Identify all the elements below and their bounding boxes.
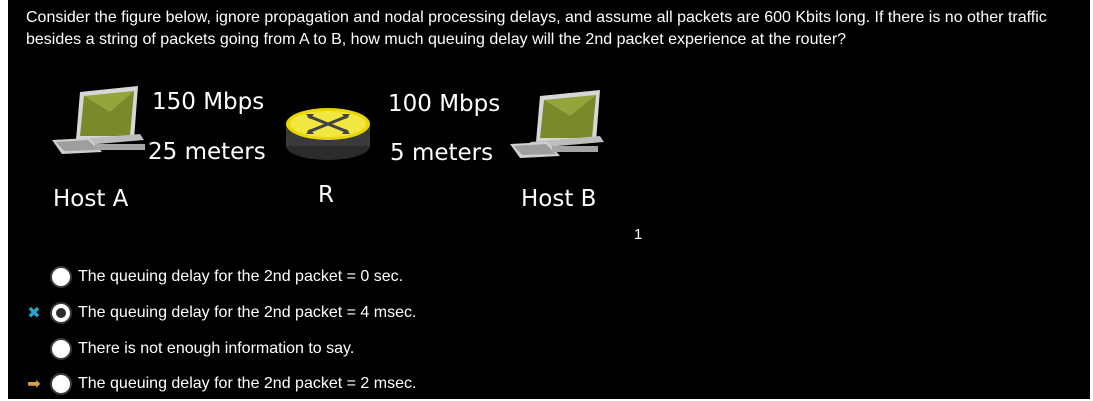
link1-length-label: 25 meters: [148, 139, 266, 165]
question-number: 1: [634, 226, 643, 243]
host-b-computer-icon: [510, 90, 604, 158]
network-diagram: 150 Mbps 25 meters 100 Mbps 5 meters Hos…: [40, 82, 640, 222]
router-icon: [286, 108, 370, 160]
radio-button[interactable]: [50, 338, 72, 360]
answer-text: The queuing delay for the 2nd packet = 2…: [78, 375, 417, 392]
question-text: Consider the figure below, ignore propag…: [26, 9, 1047, 48]
answer-text: There is not enough information to say.: [78, 340, 355, 357]
incorrect-icon: ✖: [27, 305, 41, 322]
answer-marker: [24, 340, 44, 360]
bottom-border: [0, 399, 1093, 401]
link1-rate-label: 150 Mbps: [152, 89, 265, 115]
network-diagram-graphics: [52, 86, 604, 160]
correct-answer-arrow-icon: ➡: [27, 376, 41, 393]
host-a-computer-icon: [52, 86, 145, 154]
answer-text: The queuing delay for the 2nd packet = 0…: [78, 268, 404, 285]
answer-option-1[interactable]: The queuing delay for the 2nd packet = 0…: [24, 262, 624, 292]
right-border: [1090, 0, 1093, 401]
link2-rate-label: 100 Mbps: [388, 91, 501, 117]
answer-option-3[interactable]: There is not enough information to say.: [24, 334, 624, 364]
host-b-label: Host B: [521, 186, 597, 212]
left-border: [0, 0, 8, 401]
answer-text: The queuing delay for the 2nd packet = 4…: [78, 304, 417, 321]
radio-button[interactable]: [50, 373, 72, 395]
host-a-label: Host A: [53, 186, 129, 212]
radio-button[interactable]: [50, 266, 72, 288]
answer-marker: [24, 268, 44, 288]
answer-option-4[interactable]: ➡ The queuing delay for the 2nd packet =…: [24, 369, 624, 399]
radio-button-selected[interactable]: [50, 302, 72, 324]
router-label: R: [318, 182, 334, 208]
answer-option-2[interactable]: ✖ The queuing delay for the 2nd packet =…: [24, 298, 624, 328]
link2-length-label: 5 meters: [390, 140, 494, 166]
